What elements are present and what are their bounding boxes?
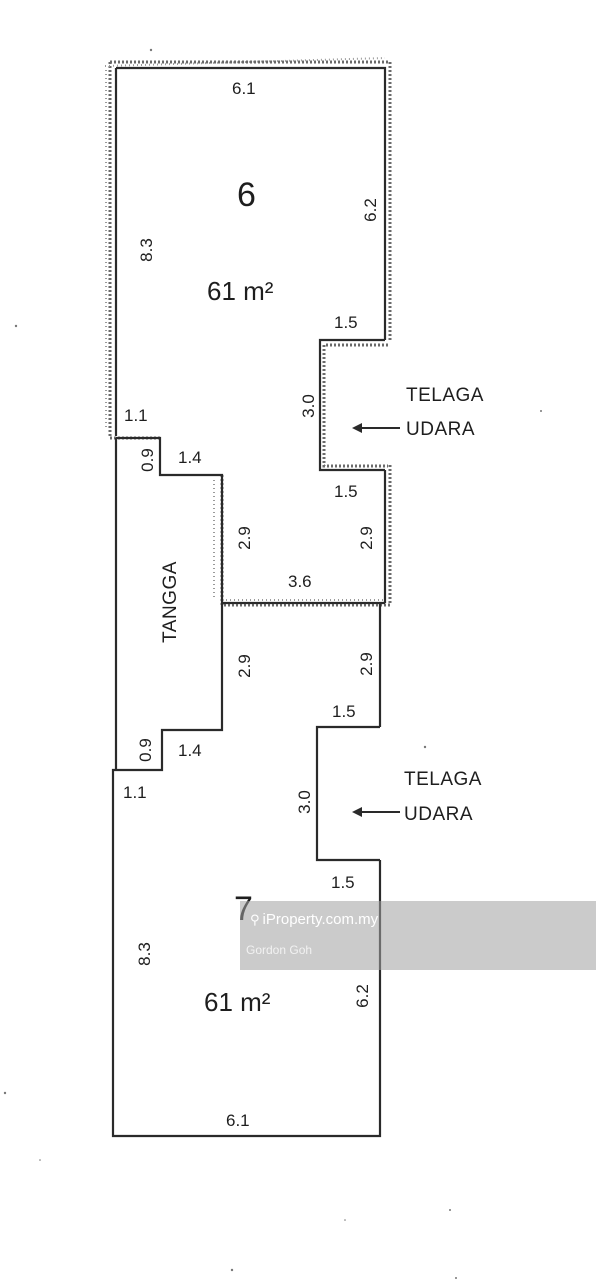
upper-step-2-dim: 0.9 — [138, 448, 157, 472]
upper-airwell-arrow — [352, 423, 400, 433]
scan-specks — [3, 48, 542, 1279]
upper-well-side-dim: 3.0 — [299, 394, 318, 418]
location-pin-icon: ⚲ — [250, 912, 260, 927]
upper-step-1-dim: 1.1 — [124, 406, 148, 425]
upper-well-top-dim: 1.5 — [334, 313, 358, 332]
upper-airwell-label-line1: TELAGA — [406, 385, 484, 406]
lower-airwell-label-line1: TELAGA — [404, 769, 482, 790]
watermark-banner: ⚲iProperty.com.my Gordon Goh — [240, 901, 596, 970]
stair-label: TANGGA — [160, 561, 181, 643]
upper-unit-walls — [104, 57, 392, 607]
upper-unit-area: 61 m² — [207, 276, 274, 306]
upper-right-lower-dim: 2.9 — [357, 526, 376, 550]
lower-unit-area: 61 m² — [204, 987, 271, 1017]
lower-step-1-dim: 0.9 — [136, 738, 155, 762]
lower-left-dim: 8.3 — [135, 942, 154, 966]
lower-unit-walls — [111, 438, 382, 1138]
lower-stair-side-dim: 2.9 — [235, 654, 254, 678]
upper-right-dim: 6.2 — [361, 198, 380, 222]
lower-airwell-label-line2: UDARA — [404, 804, 473, 825]
lower-airwell-arrow — [352, 807, 400, 817]
watermark-brand-text: iProperty.com.my — [262, 911, 379, 928]
lower-well-side-dim: 3.0 — [295, 790, 314, 814]
watermark-agent: Gordon Goh — [246, 943, 313, 957]
lower-bottom-dim: 6.1 — [226, 1111, 250, 1130]
upper-step-3-dim: 1.4 — [178, 448, 202, 467]
upper-top-dim: 6.1 — [232, 79, 256, 98]
lower-step-3-dim: 1.1 — [123, 783, 147, 802]
lower-right-upper-dim: 2.9 — [357, 652, 376, 676]
upper-well-bottom-dim: 1.5 — [334, 482, 358, 501]
lower-well-top-dim: 1.5 — [332, 702, 356, 721]
upper-bottom-dim: 3.6 — [288, 572, 312, 591]
upper-airwell-box — [318, 338, 388, 472]
lower-right-dim: 6.2 — [353, 984, 372, 1008]
lower-well-bottom-dim: 1.5 — [331, 873, 355, 892]
upper-airwell-label-line2: UDARA — [406, 419, 475, 440]
lower-airwell-box — [315, 725, 380, 862]
upper-stair-side-dim: 2.9 — [235, 526, 254, 550]
watermark-brand: ⚲iProperty.com.my — [250, 911, 378, 928]
upper-unit-number: 6 — [237, 176, 256, 214]
upper-left-dim: 8.3 — [137, 238, 156, 262]
lower-step-2-dim: 1.4 — [178, 741, 202, 760]
